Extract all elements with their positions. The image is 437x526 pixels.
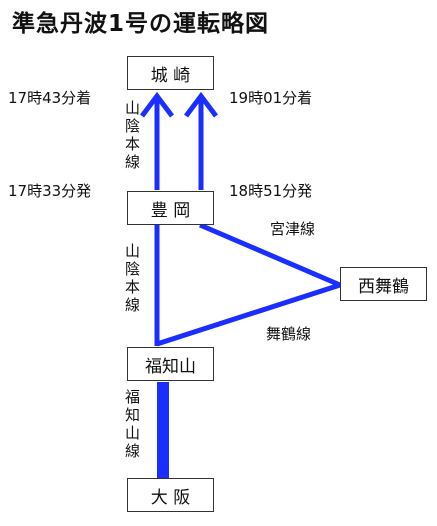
- station-osaka: 大 阪: [127, 478, 214, 512]
- maizuru-line-label: 舞鶴線: [266, 325, 312, 343]
- diagram-title: 準急丹波1号の運転略図: [12, 11, 270, 37]
- sanin-line-label-upper: 山陰本線: [123, 100, 141, 172]
- maizuru-line-route: [156, 282, 341, 347]
- sanin-line-label-lower: 山陰本線: [123, 243, 141, 315]
- kinosaki-arrival-time-right: 19時01分着: [229, 89, 313, 107]
- toyooka-departure-time-left: 17時33分発: [8, 182, 92, 200]
- kinosaki-arrival-time-left: 17時43分着: [8, 89, 92, 107]
- station-nishimaizuru: 西舞鶴: [340, 267, 427, 301]
- miyazu-line-route: [199, 222, 341, 288]
- arrow-head-right-icon: [184, 91, 218, 118]
- station-kinosaki: 城 崎: [127, 56, 214, 90]
- arrow-head-left-icon: [140, 91, 174, 118]
- fukuchiyama-line-label: 福知山線: [123, 389, 141, 461]
- miyazu-line-label: 宮津線: [270, 220, 316, 238]
- toyooka-departure-time-right: 18時51分発: [229, 182, 313, 200]
- station-fukuchiyama: 福知山: [127, 347, 214, 381]
- station-toyooka: 豊 岡: [127, 191, 214, 225]
